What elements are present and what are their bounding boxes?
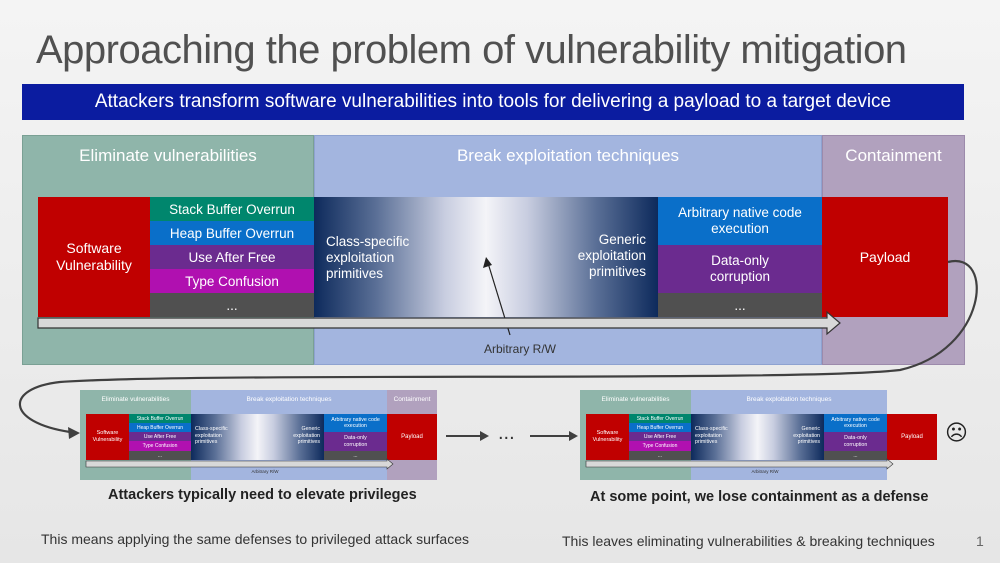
mini1-vuln-type: Type Confusion	[129, 441, 191, 451]
mini2-class-specific: Class-specific exploitation primitives	[695, 426, 728, 445]
sad-face-icon: ☹	[945, 420, 968, 445]
mini2-region-eliminate: Eliminate vulnerabilities	[601, 395, 670, 403]
class-specific-label: Class-specific exploitation primitives	[326, 234, 410, 281]
outcome-native-code: Arbitrary native code execution	[658, 197, 822, 245]
vuln-type-confusion: Type Confusion	[150, 269, 314, 293]
mini1-region-containment: Containment	[393, 395, 431, 403]
region-eliminate-label: Eliminate vulnerabilities	[79, 146, 257, 165]
main-diagram: Eliminate vulnerabilities Break exploita…	[22, 135, 965, 365]
mini2-vuln-more: ...	[629, 451, 691, 460]
page-number: 1	[976, 533, 984, 549]
mini2-region-break: Break exploitation techniques	[746, 395, 832, 403]
mini2-outcome-data: Data-only corruption	[824, 432, 887, 451]
mini2-gradient	[691, 414, 824, 460]
left-note: This means applying the same defenses to…	[41, 531, 470, 547]
middle-ellipsis: ...	[498, 422, 515, 444]
mini2-generic: Generic exploitation primitives	[793, 426, 820, 445]
region-break-label: Break exploitation techniques	[456, 146, 680, 165]
main-arrows	[37, 257, 841, 336]
mini1-region-eliminate: Eliminate vulnerabilities	[101, 395, 170, 403]
mini1-vuln-uaf: Use After Free	[129, 432, 191, 441]
mini1-region-break: Break exploitation techniques	[246, 395, 332, 403]
vuln-stack-buffer-overrun: Stack Buffer Overrun	[150, 197, 314, 221]
right-note: This leaves eliminating vulnerabilities …	[562, 533, 935, 549]
mini1-outcome-more: ...	[324, 451, 387, 460]
mini2-software-vulnerability: Software Vulnerability	[586, 414, 629, 460]
generic-label: Generic exploitation primitives	[577, 232, 646, 279]
mini1-vuln-heap: Heap Buffer Overrun	[129, 423, 191, 432]
mini1-outcome-native: Arbitrary native code execution	[324, 414, 387, 432]
mini1-software-vulnerability: Software Vulnerability	[86, 414, 129, 460]
mini2-payload: Payload	[887, 414, 937, 460]
outcome-data-only: Data-only corruption	[658, 245, 822, 293]
mini1-arbitrary-rw: Arbitrary R/W	[251, 469, 279, 474]
slide-title: Approaching the problem of vulnerability…	[36, 28, 907, 72]
mini2-outcome-more: ...	[824, 451, 887, 460]
mini1-payload: Payload	[387, 414, 437, 460]
flow-arrow	[37, 310, 841, 336]
mini1-vuln-stack: Stack Buffer Overrun	[129, 414, 191, 423]
mini1-gradient	[191, 414, 324, 460]
left-caption: Attackers typically need to elevate priv…	[108, 487, 417, 503]
vuln-more: ...	[150, 293, 314, 317]
mini1-generic: Generic exploitation primitives	[293, 426, 320, 445]
software-vulnerability-box: Software Vulnerability	[38, 197, 150, 317]
mini1-outcome-data: Data-only corruption	[324, 432, 387, 451]
mini2-vuln-type: Type Confusion	[629, 441, 691, 451]
mini2-vuln-stack: Stack Buffer Overrun	[629, 414, 691, 423]
mini2-outcome-native: Arbitrary native code execution	[824, 414, 887, 432]
payload-box: Payload	[822, 197, 948, 317]
mini1-vuln-more: ...	[129, 451, 191, 460]
vuln-use-after-free: Use After Free	[150, 245, 314, 269]
mini1-class-specific: Class-specific exploitation primitives	[195, 426, 228, 445]
mini2-vuln-uaf: Use After Free	[629, 432, 691, 441]
mini-diagram-2: Eliminate vulnerabilities Break exploita…	[580, 390, 937, 480]
right-caption: At some point, we lose containment as a …	[590, 489, 929, 505]
mini2-arbitrary-rw: Arbitrary R/W	[751, 469, 779, 474]
banner: Attackers transform software vulnerabili…	[22, 84, 964, 120]
arbitrary-rw-pointer-head	[483, 257, 492, 268]
mini-diagram-1: Eliminate vulnerabilities Break exploita…	[80, 390, 437, 480]
mini2-vuln-heap: Heap Buffer Overrun	[629, 423, 691, 432]
vuln-heap-buffer-overrun: Heap Buffer Overrun	[150, 221, 314, 245]
outcome-more: ...	[658, 293, 822, 317]
region-containment-label: Containment	[845, 146, 942, 165]
arbitrary-rw-label: Arbitrary R/W	[484, 342, 556, 356]
